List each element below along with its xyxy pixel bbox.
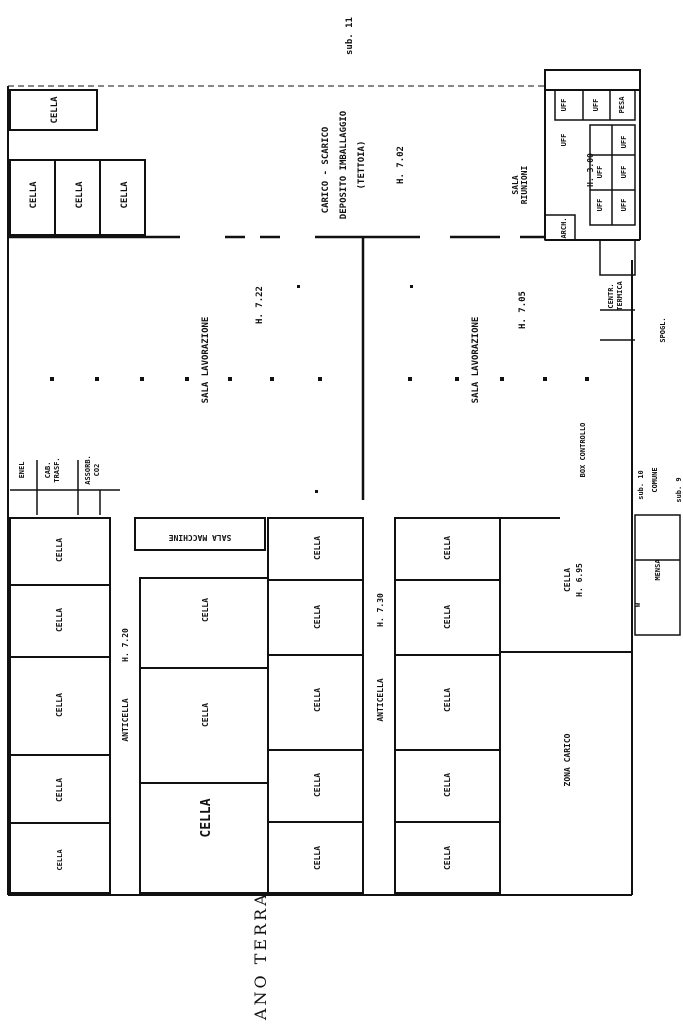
- cella-big: CELLA: [563, 568, 572, 592]
- cella-c4: CELLA: [313, 773, 322, 797]
- uff-6: UFF: [620, 166, 628, 179]
- centrale-termica-2: TERMICA: [616, 280, 624, 310]
- cella-top: CELLA: [50, 96, 60, 124]
- uff-1: UFF: [560, 99, 568, 112]
- carico-scarico-label: CARICO - SCARICO: [321, 126, 331, 213]
- sala-lavorazione-1: SALA LAVORAZIONE: [201, 317, 211, 404]
- service-rooms: [10, 460, 120, 515]
- cella-top-1: CELLA: [29, 181, 39, 209]
- deposito-label: DEPOSITO IMBALLAGGIO: [339, 110, 349, 219]
- cella-big-height: H. 6.95: [575, 563, 584, 597]
- office-block: [544, 89, 681, 636]
- cella-m2: CELLA: [201, 703, 210, 727]
- cella-m3: CELLA: [199, 798, 214, 837]
- office-height: H. 3.00: [586, 153, 595, 187]
- uff-8: UFF: [620, 199, 628, 212]
- uff-2: UFF: [592, 99, 600, 112]
- cella-c1: CELLA: [313, 536, 322, 560]
- spogliatoi: SPOGL.: [659, 317, 667, 342]
- cella-c2: CELLA: [313, 605, 322, 629]
- cella-r5: CELLA: [443, 846, 452, 870]
- tettoia-label: (TETTOIA): [357, 141, 367, 190]
- cella-top-3: CELLA: [120, 181, 130, 209]
- cella-l2: CELLA: [55, 608, 64, 632]
- sala-macchine: SALA MACCHINE: [169, 533, 232, 542]
- anticella-1: ANTICELLA: [121, 698, 130, 742]
- enel: ENEL: [18, 462, 26, 479]
- assorb-2: CO2: [93, 464, 101, 477]
- sub-9: sub. 9: [675, 477, 683, 502]
- wc-1: W: [634, 602, 642, 607]
- zona-carico: ZONA CARICO: [563, 733, 572, 786]
- cella-l5: CELLA: [56, 849, 64, 871]
- sala-riunioni-2: RIUNIONI: [520, 166, 529, 205]
- lower-left-cells: [9, 517, 632, 894]
- archivio: ARCH.: [560, 217, 568, 238]
- box-controllo: BOX CONTROLLO: [579, 423, 587, 478]
- sala-lavorazione-2-height: H. 7.05: [518, 291, 528, 329]
- cella-l4: CELLA: [55, 778, 64, 802]
- centrale-termica-1: CENTR.: [607, 283, 615, 308]
- pillars: [50, 285, 589, 493]
- cella-m1: CELLA: [201, 598, 210, 622]
- sala-lavorazione-2: SALA LAVORAZIONE: [471, 317, 481, 404]
- pesa: PESA: [618, 96, 626, 114]
- sala-riunioni-1: SALA: [511, 175, 520, 194]
- cella-l1: CELLA: [55, 538, 64, 562]
- cella-r4: CELLA: [443, 773, 452, 797]
- assorb-1: ASSORB.: [84, 455, 92, 485]
- cella-r3: CELLA: [443, 688, 452, 712]
- mensa: MENSA: [654, 559, 662, 581]
- uff-3: UFF: [560, 134, 568, 147]
- cabina-2: TRASF.: [53, 457, 61, 482]
- sub-10: sub. 10: [637, 470, 645, 500]
- uff-4: UFF: [620, 136, 628, 149]
- anticella-1-height: H. 7.20: [121, 628, 130, 662]
- cella-c3: CELLA: [313, 688, 322, 712]
- comune: COMUNE: [651, 467, 659, 492]
- sub-11-note: sub. 11: [345, 17, 355, 55]
- uff-7: UFF: [596, 199, 604, 212]
- anticella-2: ANTICELLA: [376, 678, 385, 722]
- anticella-2-height: H. 7.30: [376, 593, 385, 627]
- cella-c5: CELLA: [313, 846, 322, 870]
- uff-5: UFF: [596, 166, 604, 179]
- cella-r2: CELLA: [443, 605, 452, 629]
- tettoia-height: H. 7.02: [396, 146, 406, 184]
- floor-title: ANO TERRA: [251, 891, 270, 1021]
- corridor-walls: [8, 235, 545, 500]
- sala-lavorazione-1-height: H. 7.22: [255, 286, 265, 324]
- cella-r1: CELLA: [443, 536, 452, 560]
- cella-top-2: CELLA: [75, 181, 85, 209]
- cella-l3: CELLA: [55, 693, 64, 717]
- top-cells: [9, 89, 146, 236]
- cabina-1: CAB.: [44, 462, 52, 479]
